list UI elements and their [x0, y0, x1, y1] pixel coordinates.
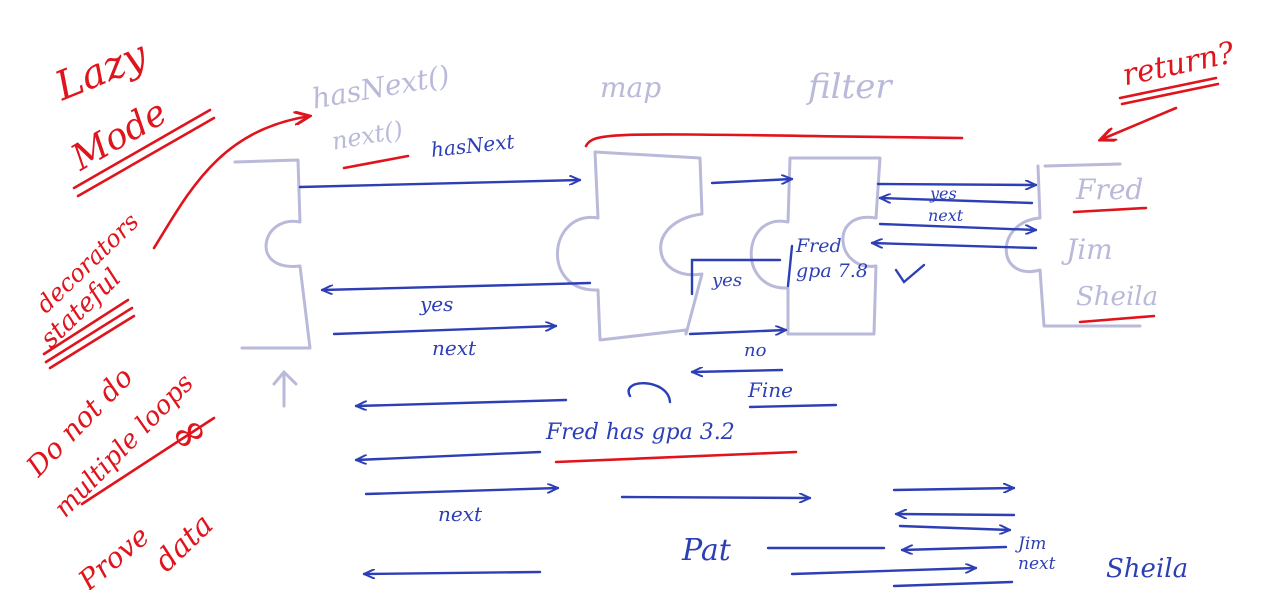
- return-underline-2: [1120, 82, 1220, 106]
- arrow-map-filter: [710, 179, 792, 183]
- arrow-hasnext: [298, 180, 582, 189]
- msg-yes-map: yes: [712, 270, 743, 291]
- sink-item-sheila: Sheila: [1076, 282, 1159, 312]
- return-underline: [1118, 76, 1218, 100]
- mode-underline-2: [76, 116, 216, 198]
- arrow-row3-right: [620, 497, 812, 498]
- fred-strike: [1072, 206, 1148, 214]
- arrow-row4-back: [362, 572, 542, 574]
- msg-yes-filter: yes: [930, 184, 957, 203]
- arrow-row2-back: [356, 450, 542, 460]
- arrow-next: [332, 326, 558, 336]
- msg-fred-has-gpa: Fred has gpa 3.2: [546, 420, 735, 445]
- arrow-filter-map-yes: [690, 258, 782, 296]
- source-puzzle-piece: [233, 158, 312, 350]
- stateful-scribble-1: [42, 298, 130, 356]
- msg-fred-gpa: Fred gpa 7.8: [796, 235, 868, 282]
- arrow-filter-sink-next: [878, 222, 1038, 230]
- msg-fine: Fine: [748, 378, 793, 402]
- map-puzzle-piece: [556, 150, 704, 342]
- msg-no: no: [744, 340, 767, 361]
- arrow-row1-back: [354, 398, 568, 406]
- arrow-stack-4: [900, 547, 1008, 550]
- next-underline: [342, 154, 410, 170]
- arrow-stack-1: [892, 488, 1016, 490]
- arrow-sink-filter-yes: [878, 198, 1034, 205]
- arrow-filter-map-no: [690, 370, 784, 372]
- arrow-sheila-right: [790, 568, 978, 576]
- stateful-scribble-3: [48, 314, 136, 370]
- sink-item-jim: Jim: [1066, 233, 1113, 266]
- label-filter: filter: [808, 67, 892, 107]
- arrow-filter-sink-1: [876, 184, 1038, 185]
- arrow-stack-2: [894, 514, 1016, 515]
- gpa-underline: [554, 450, 798, 464]
- msg-pat: Pat: [682, 533, 731, 568]
- decorators-arrow: [152, 116, 310, 250]
- arrow-row3-next: [364, 488, 560, 496]
- fine-underline: [748, 403, 838, 409]
- msg-next-filter: next: [928, 206, 964, 225]
- arrow-yes-back: [320, 281, 592, 290]
- return-arrow: [1100, 106, 1178, 140]
- sheila-strike: [1078, 314, 1156, 324]
- msg-sheila: Sheila: [1106, 554, 1189, 584]
- msg-next-row3: next: [438, 502, 483, 526]
- arrow-map-filter-next: [688, 330, 786, 334]
- multiple-loops-underline: [80, 416, 216, 506]
- msg-next: next: [432, 336, 477, 360]
- pipeline-bracket: [584, 133, 964, 148]
- arrow-stack-3: [898, 526, 1012, 530]
- check-stroke: [894, 263, 926, 284]
- fred-bracket: [786, 244, 794, 288]
- loop-stroke: [627, 382, 672, 404]
- sink-puzzle-piece: [1004, 162, 1142, 328]
- source-marker-stroke: [272, 370, 298, 408]
- msg-jim-next: Jim next: [1018, 534, 1056, 575]
- filter-puzzle-piece: [749, 156, 882, 336]
- sink-item-fred: Fred: [1076, 173, 1144, 206]
- label-map: map: [600, 71, 662, 104]
- arrow-sink-filter-back: [870, 243, 1038, 250]
- msg-yes: yes: [420, 292, 454, 316]
- arrow-stack-5: [892, 580, 1014, 588]
- mode-underline-1: [72, 108, 212, 190]
- stateful-scribble-2: [44, 306, 134, 364]
